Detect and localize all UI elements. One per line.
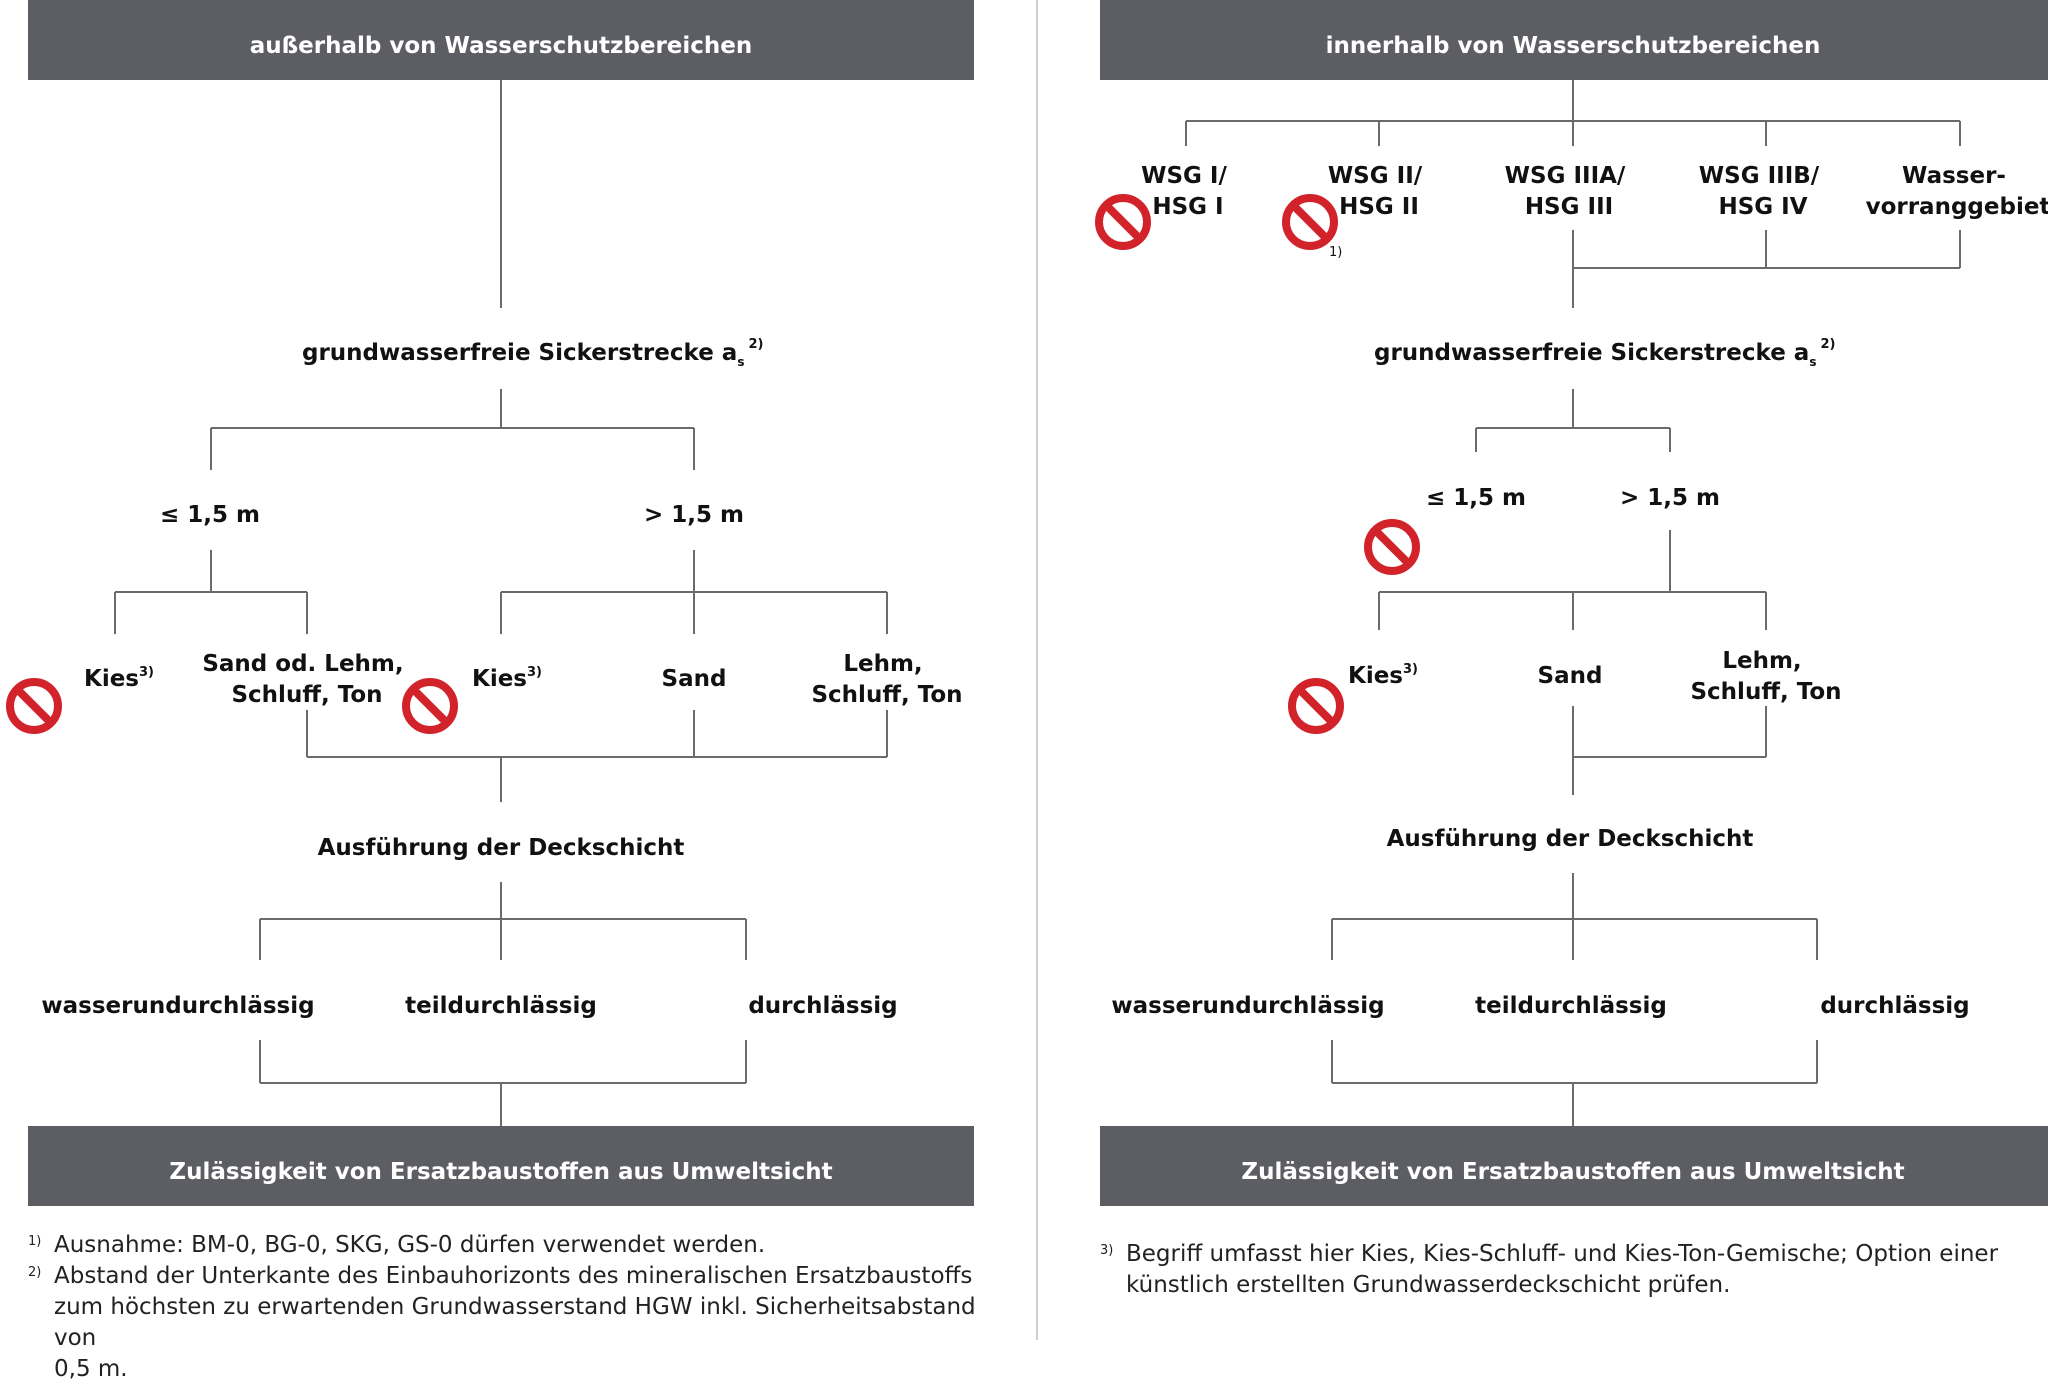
zone-wsg-ii-label: WSG II/ HSG II [1328, 163, 1430, 220]
right-deckschicht-label: Ausführung der Deckschicht [1387, 826, 1754, 852]
right-lehm-label: Lehm, Schluff, Ton [1690, 648, 1841, 705]
right-depth-gt-label: > 1,5 m [1620, 485, 1720, 511]
right-header-title: innerhalb von Wasserschutzbereichen [1326, 33, 1821, 59]
right-depth-le-prohibited-icon [1368, 523, 1416, 571]
left-kies-gt-label: Kies3) [472, 665, 542, 692]
right-footer-bar [1100, 1126, 2048, 1206]
footnote-2-line: zum höchsten zu erwartenden Grundwassers… [54, 1294, 976, 1351]
left-lehm-label: Lehm, Schluff, Ton [811, 651, 962, 708]
right-kies-prohibited-icon [1292, 682, 1340, 730]
left-header-bar [28, 0, 974, 80]
zone-wsg-ii-footnote: 1) [1329, 245, 1342, 260]
right-sickerstrecke-label: grundwasserfreie Sickerstrecke as2) [1374, 337, 1835, 369]
footnote-2-number: 2) [28, 1265, 42, 1280]
right-header-bar [1100, 0, 2048, 80]
left-kies-le-label: Kies3) [84, 665, 154, 692]
right-sand-label: Sand [1538, 663, 1603, 689]
left-connectors [114, 80, 888, 1126]
footnote-2-line: 0,5 m. [54, 1356, 128, 1382]
left-sickerstrecke-label: grundwasserfreie Sickerstrecke as2) [302, 337, 763, 369]
right-perm-durchlaessig: durchlässig [1820, 993, 1969, 1019]
left-perm-wasserundurchlaessig: wasserundurchlässig [41, 993, 314, 1019]
zone-vorranggebiet-label: Wasser- vorranggebiet [1866, 163, 2048, 220]
zone-wsg-iiia-label: WSG IIIA/ HSG III [1505, 163, 1634, 220]
left-depth-le-label: ≤ 1,5 m [160, 502, 260, 528]
footnote-2-line: Abstand der Unterkante des Einbauhorizon… [54, 1263, 973, 1289]
footnotes-right: 3) Begriff umfasst hier Kies, Kies-Schlu… [1100, 1239, 2040, 1301]
footnote-3-line: Begriff umfasst hier Kies, Kies-Schluff-… [1126, 1241, 1999, 1267]
footnote-3-line: künstlich erstellten Grundwasserdeckschi… [1126, 1272, 1731, 1298]
left-kies-gt-prohibited-icon [406, 682, 454, 730]
left-footer-title: Zulässigkeit von Ersatzbaustoffen aus Um… [169, 1159, 832, 1185]
right-depth-le-label: ≤ 1,5 m [1426, 485, 1526, 511]
left-kies-le-prohibited-icon [10, 682, 58, 730]
left-depth-gt-label: > 1,5 m [644, 502, 744, 528]
right-kies-label: Kies3) [1348, 662, 1418, 689]
right-panel: innerhalb von Wasserschutzbereichen [1099, 0, 2048, 1206]
right-connectors [1185, 80, 1961, 1126]
right-perm-teildurchlaessig: teildurchlässig [1475, 993, 1667, 1019]
zone-wsg-i-prohibited-icon [1099, 198, 1147, 246]
zone-wsg-iiib-label: WSG IIIB/ HSG IV [1699, 163, 1827, 220]
left-sand-lehm-label: Sand od. Lehm, Schluff, Ton [202, 651, 411, 708]
left-perm-durchlaessig: durchlässig [748, 993, 897, 1019]
flowchart: außerhalb von Wasserschutzbereichen [0, 0, 2048, 1340]
zone-wsg-i-label: WSG I/ HSG I [1141, 163, 1235, 220]
footnote-1-number: 1) [28, 1234, 42, 1249]
right-perm-wasserundurchlaessig: wasserundurchlässig [1111, 993, 1384, 1019]
left-deckschicht-label: Ausführung der Deckschicht [318, 835, 685, 861]
footnote-1: 1) Ausnahme: BM-0, BG-0, SKG, GS-0 dürfe… [28, 1230, 1018, 1261]
footnote-2: 2) Abstand der Unterkante des Einbauhori… [28, 1261, 1018, 1385]
right-footer-title: Zulässigkeit von Ersatzbaustoffen aus Um… [1241, 1159, 1904, 1185]
left-panel: außerhalb von Wasserschutzbereichen [10, 0, 974, 1206]
left-footer-bar [28, 1126, 974, 1206]
footnotes-left: 1) Ausnahme: BM-0, BG-0, SKG, GS-0 dürfe… [28, 1230, 1018, 1385]
left-header-title: außerhalb von Wasserschutzbereichen [250, 33, 753, 59]
zone-wsg-ii-prohibited-icon [1286, 198, 1334, 246]
footnote-1-line: Ausnahme: BM-0, BG-0, SKG, GS-0 dürfen v… [54, 1232, 766, 1258]
left-sand-label: Sand [662, 666, 727, 692]
footnote-3-number: 3) [1100, 1243, 1114, 1258]
footnote-3: 3) Begriff umfasst hier Kies, Kies-Schlu… [1100, 1239, 2040, 1301]
left-perm-teildurchlaessig: teildurchlässig [405, 993, 597, 1019]
